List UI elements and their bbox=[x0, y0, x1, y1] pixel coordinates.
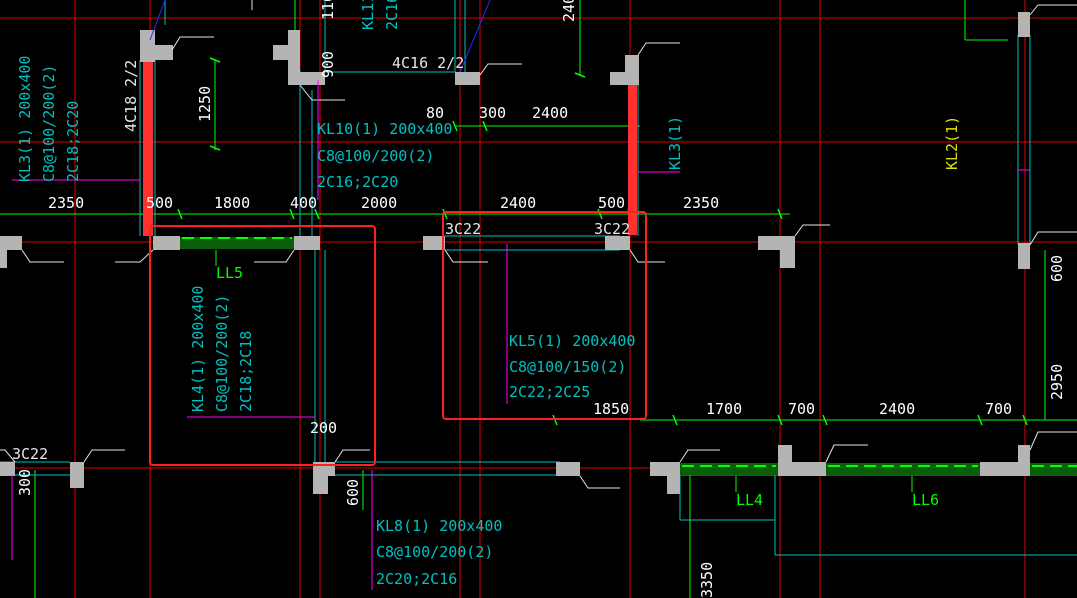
selection-box-kl5 bbox=[442, 211, 647, 420]
dim-400: 400 bbox=[290, 194, 317, 212]
dim-2350-right: 2350 bbox=[683, 194, 719, 212]
label-leaders bbox=[11, 80, 1030, 590]
kl5-name: KL5(1) 200x400 bbox=[509, 332, 635, 350]
kl10-bars: 2C16;2C20 bbox=[317, 173, 398, 191]
highlighted-beams bbox=[143, 60, 637, 236]
dim-600-low: 600 bbox=[344, 479, 362, 506]
rebar-3c22-bottom-left: 3C22 bbox=[12, 445, 48, 463]
selection-boxes bbox=[149, 211, 647, 466]
kl8-stirrup: C8@100/200(2) bbox=[376, 543, 493, 561]
dim-2400-low: 2400 bbox=[879, 400, 915, 418]
link-leaders bbox=[215, 250, 913, 492]
dim-1700: 1700 bbox=[706, 400, 742, 418]
link-beams bbox=[180, 237, 1077, 475]
dim-2000: 2000 bbox=[361, 194, 397, 212]
kl5-stirrup: C8@100/150(2) bbox=[509, 358, 626, 376]
beam-label-kl4: KL4(1) 200x400 C8@100/200(2) 2C18;2C18 bbox=[189, 286, 255, 412]
rebar-3c22-left: 3C22 bbox=[445, 220, 481, 238]
dim-2400-top: 2400 bbox=[532, 104, 568, 122]
rebar-labels: 4C16 2/2 4C18 2/2 3C22 3C22 3C22 bbox=[12, 54, 630, 463]
dim-300-top: 300 bbox=[479, 104, 506, 122]
selection-box-kl4 bbox=[149, 225, 376, 466]
rebar-3c22-right: 3C22 bbox=[594, 220, 630, 238]
link-ll6: LL6 bbox=[912, 491, 939, 509]
beam-labels: KL3(1) 200x400 C8@100/200(2) 2C18;2C20 K… bbox=[16, 0, 961, 588]
dim-200: 200 bbox=[310, 419, 337, 437]
dim-900: 900 bbox=[319, 51, 337, 78]
beam-label-kl10: KL10(1) 200x400 C8@100/200(2) 2C16;2C20 bbox=[317, 120, 452, 191]
kl4-stirrup: C8@100/200(2) bbox=[213, 295, 231, 412]
dim-600-right: 600 bbox=[1048, 255, 1066, 282]
dim-700-a: 700 bbox=[788, 400, 815, 418]
dim-110: 110 bbox=[319, 0, 337, 20]
rebar-4c16: 4C16 2/2 bbox=[392, 54, 464, 72]
beam-label-kl8: KL8(1) 200x400 C8@100/200(2) 2C20;2C16 bbox=[376, 517, 502, 588]
beam-label-kl3: KL3(1) 200x400 C8@100/200(2) 2C18;2C20 bbox=[16, 56, 82, 182]
dim-1850: 1850 bbox=[593, 400, 629, 418]
beam-label-kl3-right: KL3(1) bbox=[666, 116, 684, 170]
dim-300-left: 300 bbox=[16, 469, 34, 496]
kl10-name: KL10(1) 200x400 bbox=[317, 120, 452, 138]
beam-label-kl2: KL2(1) bbox=[943, 116, 961, 170]
dim-700-b: 700 bbox=[985, 400, 1012, 418]
kl3-stirrup: C8@100/200(2) bbox=[40, 65, 58, 182]
kl8-bars: 2C20;2C16 bbox=[376, 570, 457, 588]
beam-label-kl11: KL11 2C16 bbox=[359, 0, 401, 30]
kl3-bars: 2C18;2C20 bbox=[64, 101, 82, 182]
dim-2400-mid: 2400 bbox=[500, 194, 536, 212]
dim-500-right: 500 bbox=[598, 194, 625, 212]
kl11-sub: 2C16 bbox=[383, 0, 401, 30]
column-leaders bbox=[0, 4, 1077, 489]
kl3-name: KL3(1) 200x400 bbox=[16, 56, 34, 182]
dim-240: 240 bbox=[560, 0, 578, 22]
columns bbox=[0, 12, 1030, 494]
rebar-4c18: 4C18 2/2 bbox=[122, 60, 140, 132]
dim-2950: 2950 bbox=[1048, 364, 1066, 400]
kl8-name: KL8(1) 200x400 bbox=[376, 517, 502, 535]
dim-1250: 1250 bbox=[196, 86, 214, 122]
dim-3350: 3350 bbox=[698, 562, 716, 598]
link-ll4: LL4 bbox=[736, 491, 763, 509]
kl4-bars: 2C18;2C18 bbox=[237, 331, 255, 412]
kl11-name: KL11 bbox=[359, 0, 377, 30]
dim-500-left: 500 bbox=[146, 194, 173, 212]
dim-80: 80 bbox=[426, 104, 444, 122]
kl4-name: KL4(1) 200x400 bbox=[189, 286, 207, 412]
dimension-texts: 2350 500 1800 400 2000 2400 500 2350 80 … bbox=[16, 0, 1066, 598]
kl10-stirrup: C8@100/200(2) bbox=[317, 147, 434, 165]
dim-1800: 1800 bbox=[214, 194, 250, 212]
dim-2350-left: 2350 bbox=[48, 194, 84, 212]
beam-label-kl5: KL5(1) 200x400 C8@100/150(2) 2C22;2C25 bbox=[509, 332, 635, 401]
link-ll5: LL5 bbox=[216, 264, 243, 282]
blue-lines bbox=[149, 0, 491, 73]
link-labels: LL5 LL4 LL6 bbox=[216, 264, 939, 509]
kl5-bars: 2C22;2C25 bbox=[509, 383, 590, 401]
